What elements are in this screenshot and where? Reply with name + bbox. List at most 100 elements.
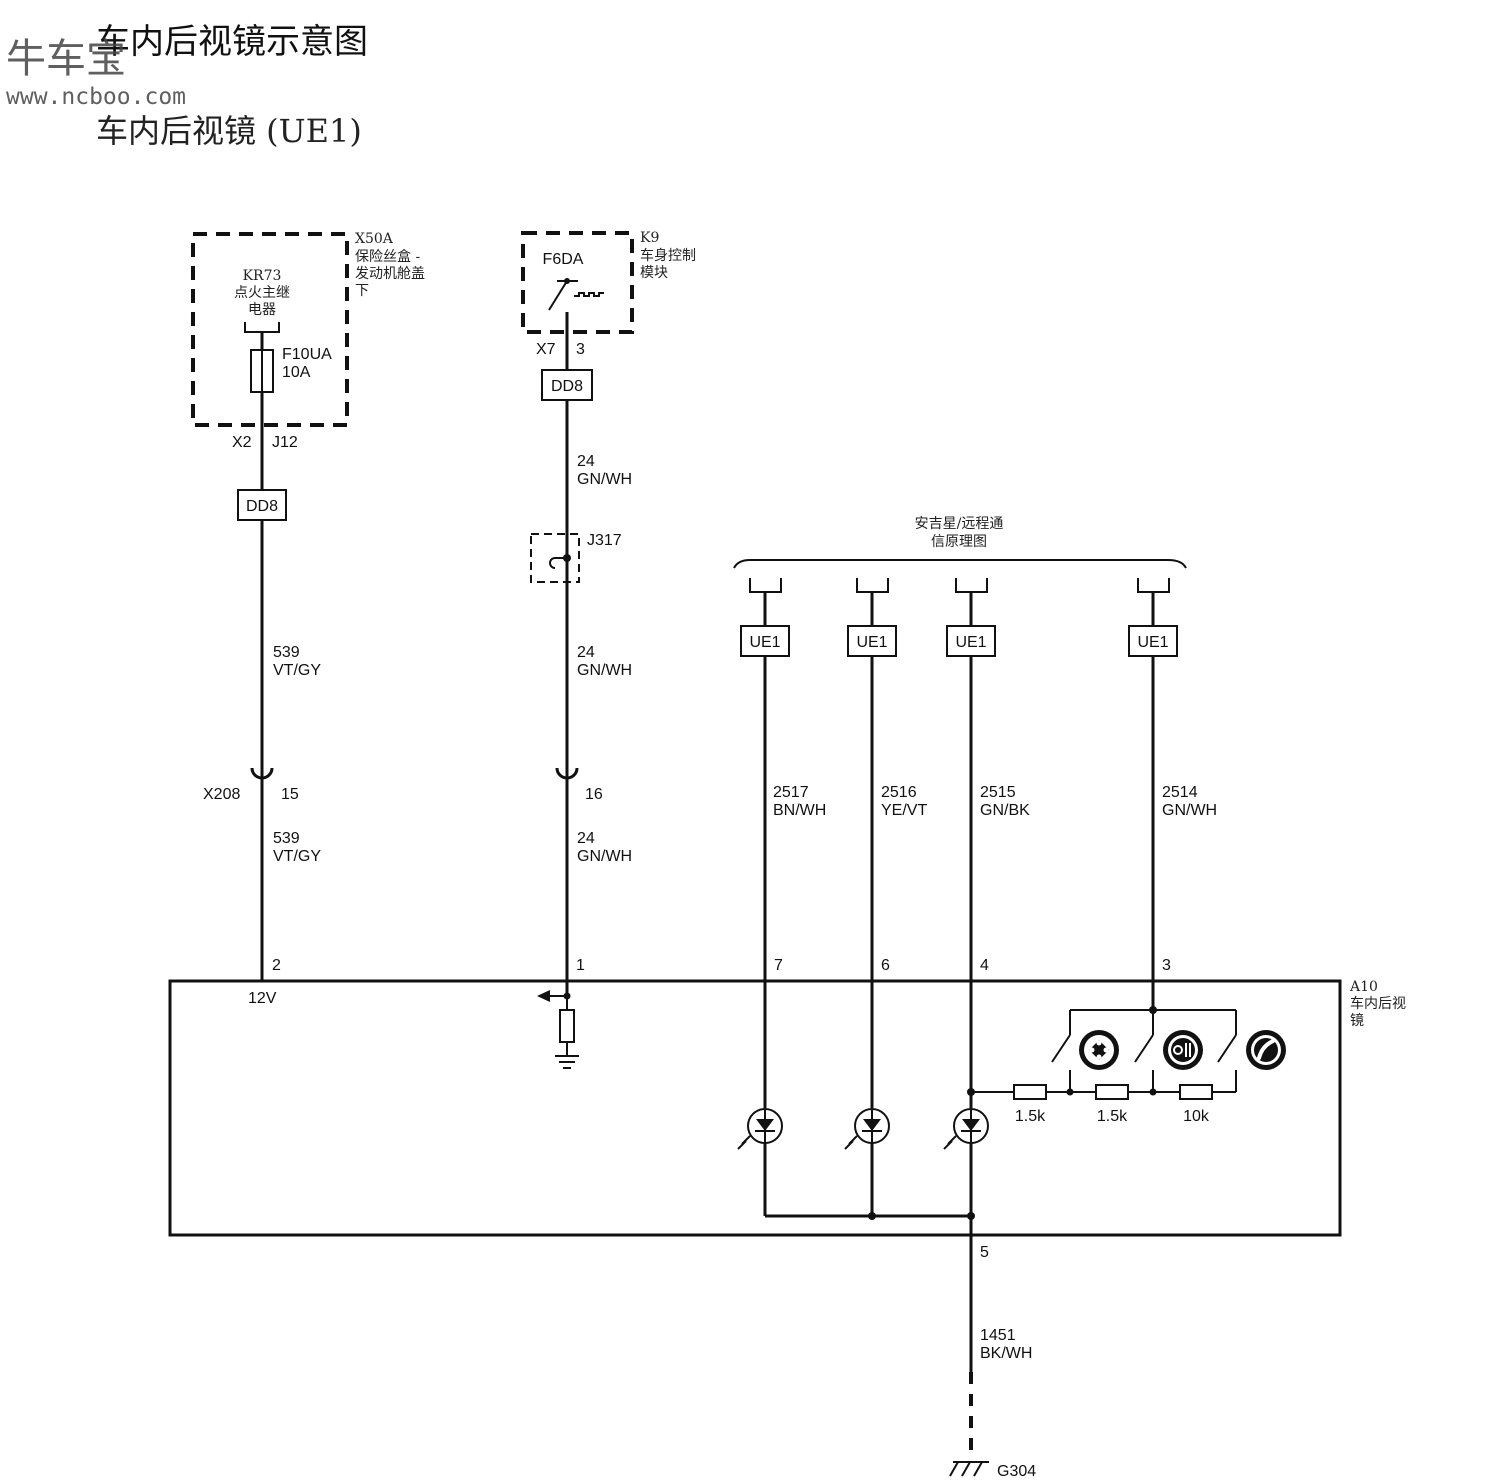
fuse-block-desc-1: 保险丝盒 - [355, 248, 420, 265]
ground-label: G304 [997, 1463, 1036, 1480]
fuse-block-id: X50A [355, 231, 394, 247]
connector-dd8-right-label: DD8 [551, 378, 583, 395]
onstar-bracket [733, 559, 1187, 569]
wire-24-circuit-1: 24 [577, 453, 595, 470]
mirror-desc-1: 车内后视 [1350, 995, 1406, 1012]
connector-dd8-left [237, 489, 287, 521]
resistor-1-value: 1.5k [1015, 1108, 1046, 1125]
fuse-connector: X2 [232, 434, 252, 451]
led-group [737, 1108, 989, 1150]
mirror-pin-5: 5 [980, 1244, 989, 1261]
resistor-3-value: 10k [1183, 1108, 1210, 1125]
wire-2516-circuit: 2516 [881, 784, 917, 801]
bcm-connector: X7 [536, 341, 556, 358]
wire-2515-color: GN/BK [980, 802, 1030, 819]
wire-24-circuit-3: 24 [577, 830, 595, 847]
fuse-block-desc-3: 下 [355, 283, 369, 299]
wire-539-color-upper: VT/GY [273, 662, 321, 679]
mirror-module-a10 [168, 979, 1342, 1237]
wire-539-circuit-lower: 539 [273, 830, 300, 847]
wire-2515-circuit: 2515 [980, 784, 1016, 801]
fuse-rating: 10A [282, 364, 311, 381]
bcm-desc-2: 模块 [640, 265, 668, 281]
bcm-component: F6DA [543, 251, 584, 268]
switch-1-icon [1051, 1034, 1071, 1063]
connector-dd8-left-label: DD8 [246, 498, 278, 515]
fuse-block-x50a: X50A 保险丝盒 - 发动机舱盖 下 KR73 点火主继 电器 F10UA 1… [191, 231, 425, 490]
bcm-pwm-icon [574, 292, 604, 297]
bcm-id: K9 [640, 230, 659, 246]
mirror-desc-2: 镜 [1350, 1013, 1364, 1029]
page-title: 车内后视镜示意图 [96, 22, 368, 62]
connector-ue1-c-label: UE1 [955, 634, 986, 651]
ground-g304-icon [949, 1461, 989, 1477]
resistor-2-value: 1.5k [1097, 1108, 1128, 1125]
wire-2517-circuit: 2517 [773, 784, 809, 801]
fuse-block-desc-2: 发动机舱盖 [355, 266, 425, 282]
fuse-name: F10UA [282, 346, 332, 363]
relay-bracket-icon [244, 322, 280, 333]
ue1-group: UE1 UE1 UE1 UE1 [740, 578, 1178, 657]
onstar-button-icon [1079, 1030, 1119, 1070]
switch-2-icon [1134, 1034, 1154, 1063]
wire-24-color-1: GN/WH [577, 471, 632, 488]
resistor-2-icon [1095, 1084, 1129, 1100]
led-1-icon [737, 1108, 783, 1150]
mirror-pin-2: 2 [272, 957, 281, 974]
relay-label-1: KR73 [243, 268, 282, 284]
wire-1451-color: BK/WH [980, 1345, 1032, 1362]
switch-3-icon [1217, 1034, 1237, 1063]
onstar-ref-2: 信原理图 [931, 534, 987, 550]
connector-ue1-b-label: UE1 [856, 634, 887, 651]
watermark-logo: 牛车宝 [6, 36, 126, 82]
led-2-icon [844, 1108, 890, 1150]
connector-ue1-a-label: UE1 [749, 634, 780, 651]
relay-label-2: 点火主继 [234, 285, 290, 301]
connector-ue1-b [847, 625, 897, 657]
resistor-1-icon [1013, 1084, 1047, 1100]
connector-ue1-c [946, 625, 996, 657]
wire-2516-color: YE/VT [881, 802, 927, 819]
fuse-pin: J12 [272, 434, 298, 451]
mirror-pin-6: 6 [881, 957, 890, 974]
wire-24-circuit-2: 24 [577, 644, 595, 661]
mirror-id: A10 [1349, 979, 1378, 995]
page-subtitle: 车内后视镜 (UE1) [96, 112, 362, 150]
mirror-pin-3: 3 [1162, 957, 1171, 974]
onstar-ref-1: 安吉星/远程通 [915, 516, 1004, 532]
resistor-3-icon [1179, 1084, 1213, 1100]
wire-2517-color: BN/WH [773, 802, 826, 819]
phone-button-icon [1246, 1030, 1286, 1070]
inline-connector-id: X208 [203, 786, 240, 803]
wire-539-color-lower: VT/GY [273, 848, 321, 865]
wire-2514-circuit: 2514 [1162, 784, 1198, 801]
splice-j317-icon [530, 533, 580, 583]
bcm-k9: K9 车身控制 模块 F6DA X7 3 [521, 230, 696, 370]
pin1-input-circuit [537, 990, 579, 1069]
mirror-pin-4: 4 [980, 957, 989, 974]
mirror-pin-1: 1 [576, 957, 585, 974]
connector-ue1-d-label: UE1 [1137, 634, 1168, 651]
relay-label-3: 电器 [248, 302, 276, 318]
service-button-icon [1163, 1030, 1203, 1070]
led-3-icon [943, 1108, 989, 1150]
inline-connector-pin-left: 15 [281, 786, 299, 803]
bcm-pin: 3 [576, 341, 585, 358]
pulldown-resistor-icon [559, 1009, 575, 1043]
input-arrow-icon [537, 990, 550, 1002]
mirror-supply: 12V [248, 990, 277, 1007]
splice-label: J317 [587, 532, 622, 549]
watermark-url: www.ncboo.com [6, 84, 187, 110]
connector-dd8-right [541, 369, 593, 401]
connector-ue1-d [1128, 625, 1178, 657]
inline-connector-pin-right: 16 [585, 786, 603, 803]
bcm-desc-1: 车身控制 [640, 247, 696, 264]
wire-24-color-3: GN/WH [577, 848, 632, 865]
bcm-switch-icon [548, 280, 568, 311]
mirror-pin-7: 7 [774, 957, 783, 974]
wire-2514-color: GN/WH [1162, 802, 1217, 819]
wire-1451-circuit: 1451 [980, 1327, 1016, 1344]
wire-24-color-2: GN/WH [577, 662, 632, 679]
button-ladder: 1.5k 1.5k 10k [967, 1006, 1286, 1125]
